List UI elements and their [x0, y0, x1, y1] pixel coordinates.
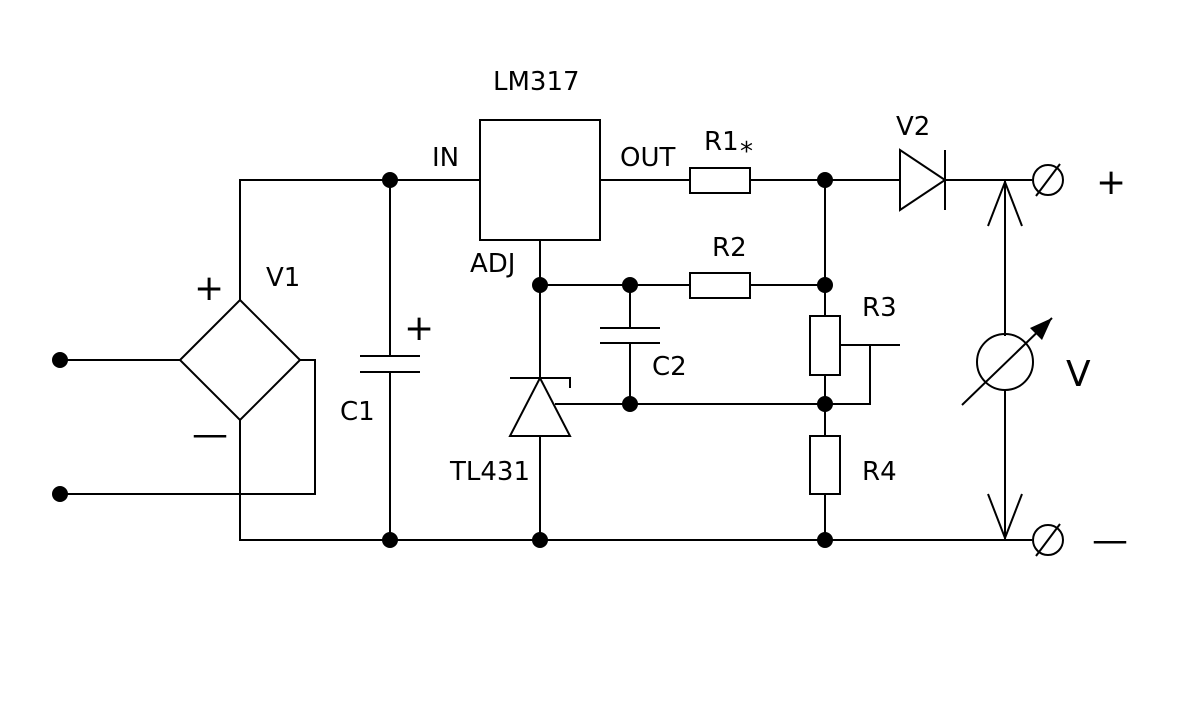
- label-v1: V1: [266, 263, 300, 293]
- junction-c2-bottom: [622, 396, 638, 412]
- label-c1-plus: +: [404, 308, 434, 349]
- junction-in-c1: [382, 172, 398, 188]
- bridge-rectifier-v1: [178, 298, 302, 422]
- label-c1: C1: [340, 397, 375, 427]
- resistor-r2: [689, 272, 751, 299]
- label-r1: R1: [704, 127, 739, 157]
- label-meter: V: [1066, 354, 1091, 395]
- wire-ground-rail: [239, 420, 1032, 541]
- shunt-regulator-tl431: [508, 375, 572, 437]
- junction-c2-top: [622, 277, 638, 293]
- label-r1-mark: *: [740, 137, 753, 167]
- junction-r1-out: [817, 172, 833, 188]
- label-r2: R2: [712, 233, 747, 263]
- junction-r3-r4: [817, 396, 833, 412]
- ac-input-terminal-2: [52, 486, 68, 502]
- diode-v2: [899, 148, 947, 212]
- junction-r2-r3: [817, 277, 833, 293]
- label-r3: R3: [862, 293, 897, 323]
- label-v1-minus: —: [192, 414, 228, 455]
- resistor-r1: [689, 167, 751, 194]
- junction-adj: [532, 277, 548, 293]
- label-c2: C2: [652, 352, 687, 382]
- wire-r3-wiper-link: [825, 345, 871, 405]
- output-terminal-minus: [1032, 523, 1064, 557]
- junction-ground-tl431: [532, 532, 548, 548]
- label-in: IN: [432, 143, 459, 173]
- junction-dots: [52, 172, 833, 548]
- lm317-regulator: [479, 119, 601, 241]
- meter-arrow-top: [987, 179, 1023, 227]
- potentiometer-r3: [809, 315, 841, 376]
- meter-arrow-bottom: [987, 493, 1023, 541]
- voltmeter: [961, 317, 1053, 406]
- label-output-minus: —: [1092, 520, 1128, 561]
- label-tl431: TL431: [449, 457, 530, 487]
- junction-ground-c1: [382, 532, 398, 548]
- capacitor-c2: [600, 327, 660, 344]
- wire-bridge-plus-to-in: [239, 179, 480, 300]
- label-output-plus: +: [1096, 162, 1126, 203]
- capacitor-c1: [360, 355, 420, 373]
- junction-ground-r4: [817, 532, 833, 548]
- wire-ac-input-2: [60, 359, 316, 495]
- label-v2: V2: [896, 112, 930, 142]
- label-v1-plus: +: [194, 268, 224, 309]
- ac-input-terminal-1: [52, 352, 68, 368]
- label-lm317: LM317: [493, 67, 580, 97]
- wires: [60, 179, 1032, 541]
- output-terminal-plus: [1032, 163, 1064, 197]
- label-adj: ADJ: [470, 249, 515, 279]
- label-out: OUT: [620, 143, 675, 173]
- label-r4: R4: [862, 457, 897, 487]
- resistor-r4: [809, 435, 841, 495]
